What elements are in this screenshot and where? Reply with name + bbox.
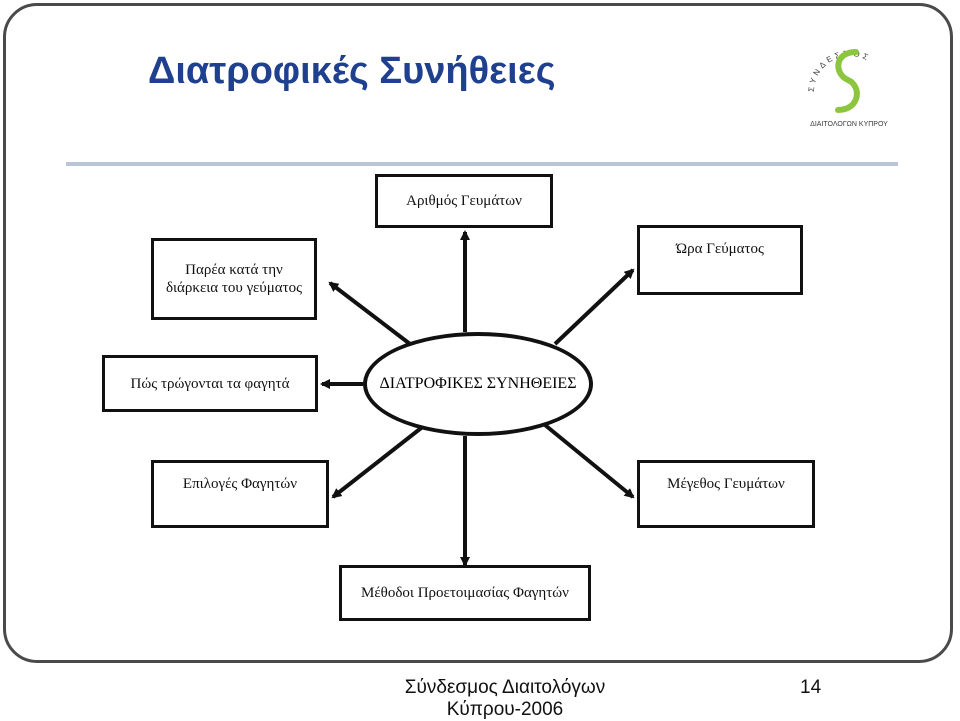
- node-food-preparation: Μέθοδοι Προετοιμασίας Φαγητών: [339, 565, 591, 621]
- arrow-to-lower-right: [543, 423, 635, 499]
- logo-bottom-text: ΔΙΑΙΤΟΛΟΓΩΝ ΚΥΠΡΟΥ: [810, 121, 888, 128]
- node-meal-size: Μέγεθος Γευμάτων: [637, 460, 815, 528]
- association-logo: ΣΥΝΔΕΣΜΟΣ ΔΙΑΙΤΟΛΟΓΩΝ ΚΥΠΡΟΥ: [807, 49, 888, 128]
- title-divider: [66, 162, 898, 166]
- node-food-choices: Επιλογές Φαγητών: [151, 460, 329, 528]
- page-number: 14: [800, 677, 822, 698]
- node-meal-company: Παρέα κατά την διάρκεια του γεύματος: [151, 238, 317, 320]
- footer-organization: Σύνδεσμος Διαιτολόγων Κύπρου-2006: [404, 677, 606, 720]
- arrow-to-upper-right: [553, 268, 635, 346]
- center-eating-habits: ΔΙΑΤΡΟΦΙΚΕΣ ΣΥΝΗΘΕΙΕΣ: [363, 332, 593, 436]
- node-how-food-eaten: Πώς τρώγονται τα φαγητά: [102, 355, 318, 412]
- arrow-to-upper-left: [328, 281, 412, 346]
- arrow-to-lower-left: [331, 423, 427, 499]
- slide-title: Διατροφικές Συνήθειες: [148, 50, 556, 92]
- node-meal-time: Ώρα Γεύματος: [637, 225, 803, 295]
- node-meal-count: Αριθμός Γευμάτων: [375, 174, 553, 228]
- logo-swirl-icon: [835, 49, 860, 113]
